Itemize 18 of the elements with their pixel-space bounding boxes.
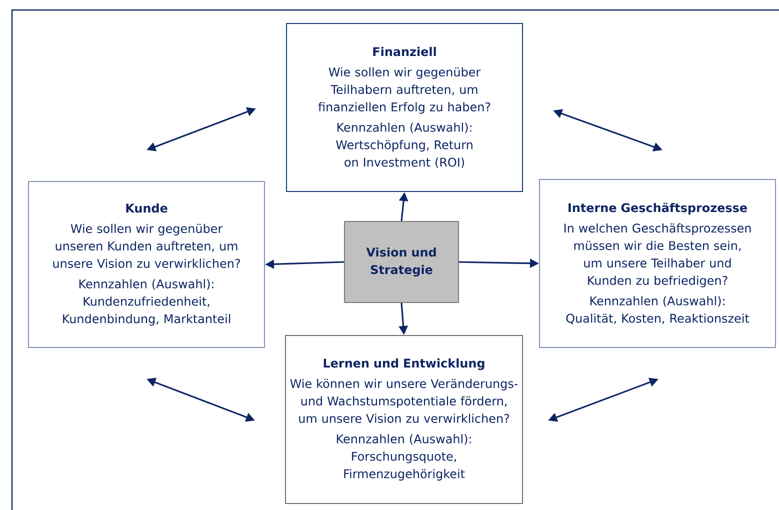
metrics-text: Kennzahlen (Auswahl): Forschungsquote, Firmenzugehörigkeit bbox=[336, 434, 471, 481]
question-text: Wie sollen wir gegenüber unseren Kunden auftreten, um unsere Vision zu verwirklichen? bbox=[53, 224, 240, 268]
perspective-box bbox=[28, 181, 265, 348]
box-heading: Finanziell bbox=[373, 46, 436, 56]
question-text: Wie können wir unsere Veränderungs- und Wachstumspotentiale fördern, um unsere Vision zu verwirklichen? bbox=[290, 378, 518, 423]
center-box bbox=[344, 221, 459, 303]
perspective-box bbox=[285, 335, 523, 504]
question-text: In welchen Geschäftsprozessen müssen wir die Besten sein, um unsere Teilhaber und Kunden zu befriedigen? bbox=[564, 223, 751, 288]
question-text: Wie sollen wir gegenüber Teilhabern auftreten, um finanziellen Erfolg zu haben? bbox=[318, 67, 490, 114]
perspective-box bbox=[539, 179, 776, 348]
metrics-text: Kennzahlen (Auswahl): Wertschöpfung, Return on Investment (ROI) bbox=[336, 122, 472, 168]
box-heading: Kunde bbox=[126, 203, 168, 213]
box-heading: Interne Geschäftsprozesse bbox=[568, 202, 747, 215]
metrics-text: Kennzahlen (Auswahl): Qualität, Kosten, Reaktionszeit bbox=[566, 296, 750, 324]
metrics-text: Kennzahlen (Auswahl): Kundenzufriedenheit, Kundenbindung, Marktanteil bbox=[63, 279, 230, 326]
box-heading: Lernen und Entwicklung bbox=[324, 358, 484, 370]
box-label: Vision und Strategie bbox=[366, 247, 436, 277]
perspective-box bbox=[286, 23, 523, 192]
